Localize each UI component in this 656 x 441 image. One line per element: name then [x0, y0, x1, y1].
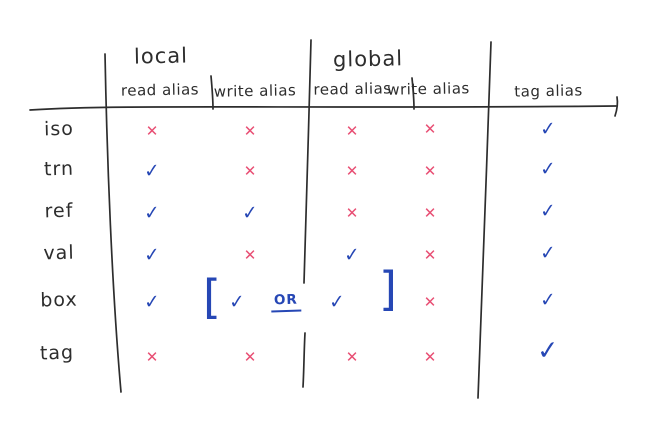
local-global-divider-line-top — [303, 39, 312, 284]
cell-mark-val-global-read: ✓ — [343, 243, 361, 267]
cell-mark-trn-global-read: ✕ — [345, 162, 359, 180]
column-group-label-global: global — [332, 46, 404, 72]
row-label-divider-line — [104, 53, 122, 393]
tag-alias-divider-line — [477, 41, 492, 399]
row-label-tag: tag — [39, 341, 75, 365]
cell-mark-val-tag-alias: ✓ — [539, 241, 557, 265]
local-subcolumn-divider-line — [210, 75, 214, 110]
column-header-tag-alias: tag alias — [514, 81, 583, 101]
header-underline — [29, 105, 617, 111]
cell-mark-box-tag-alias: ✓ — [539, 288, 557, 312]
cell-mark-iso-global-write: ✕ — [423, 120, 437, 138]
cell-mark-tag-local-read: ✕ — [145, 348, 159, 366]
header-underline-end-tick — [614, 96, 619, 117]
cell-mark-val-local-write: ✕ — [243, 246, 257, 264]
cell-mark-ref-global-write: ✕ — [423, 204, 437, 222]
cell-mark-iso-tag-alias: ✓ — [539, 117, 557, 141]
cell-mark-tag-global-read: ✕ — [345, 348, 359, 366]
local-global-divider-line-bottom — [302, 332, 306, 388]
cell-mark-ref-global-read: ✕ — [345, 204, 359, 222]
column-header-local-write-alias: write alias — [213, 81, 297, 101]
cell-mark-iso-local-read: ✕ — [145, 122, 159, 140]
cell-mark-ref-local-read: ✓ — [143, 201, 161, 225]
cell-mark-box-global-write: ✕ — [423, 293, 437, 311]
column-group-label-local: local — [133, 43, 189, 69]
cell-mark-tag-tag-alias: ✓ — [536, 335, 560, 367]
cell-mark-ref-local-write: ✓ — [241, 201, 259, 225]
cell-mark-ref-tag-alias: ✓ — [539, 199, 557, 223]
cell-mark-trn-local-write: ✕ — [243, 162, 257, 180]
cell-mark-tag-local-write: ✕ — [243, 348, 257, 366]
global-subcolumn-divider-line — [411, 77, 415, 110]
cell-mark-box-local-write: ✓ — [228, 290, 246, 314]
or-annotation: OR — [270, 291, 302, 313]
cell-mark-trn-tag-alias: ✓ — [539, 157, 557, 181]
cell-mark-val-global-write: ✕ — [423, 246, 437, 264]
row-label-box: box — [40, 288, 78, 312]
row-label-iso: iso — [43, 117, 75, 141]
cell-mark-val-local-read: ✓ — [143, 243, 161, 267]
cell-mark-trn-global-write: ✕ — [423, 162, 437, 180]
cell-mark-iso-local-write: ✕ — [243, 122, 257, 140]
cell-mark-box-local-read: ✓ — [143, 290, 161, 314]
cell-mark-trn-local-read: ✓ — [143, 159, 161, 183]
row-label-ref: ref — [44, 199, 74, 223]
column-header-local-read-alias: read alias — [120, 80, 200, 100]
row-label-trn: trn — [43, 157, 75, 181]
cell-mark-box-global-read: ✓ — [328, 290, 346, 314]
or-bracket-close: ] — [379, 262, 397, 316]
cell-mark-tag-global-write: ✕ — [423, 348, 437, 366]
row-label-val: val — [43, 241, 75, 265]
cell-mark-iso-global-read: ✕ — [345, 122, 359, 140]
or-bracket-open: [ — [203, 270, 221, 324]
column-header-global-write-alias: write alias — [387, 79, 470, 99]
